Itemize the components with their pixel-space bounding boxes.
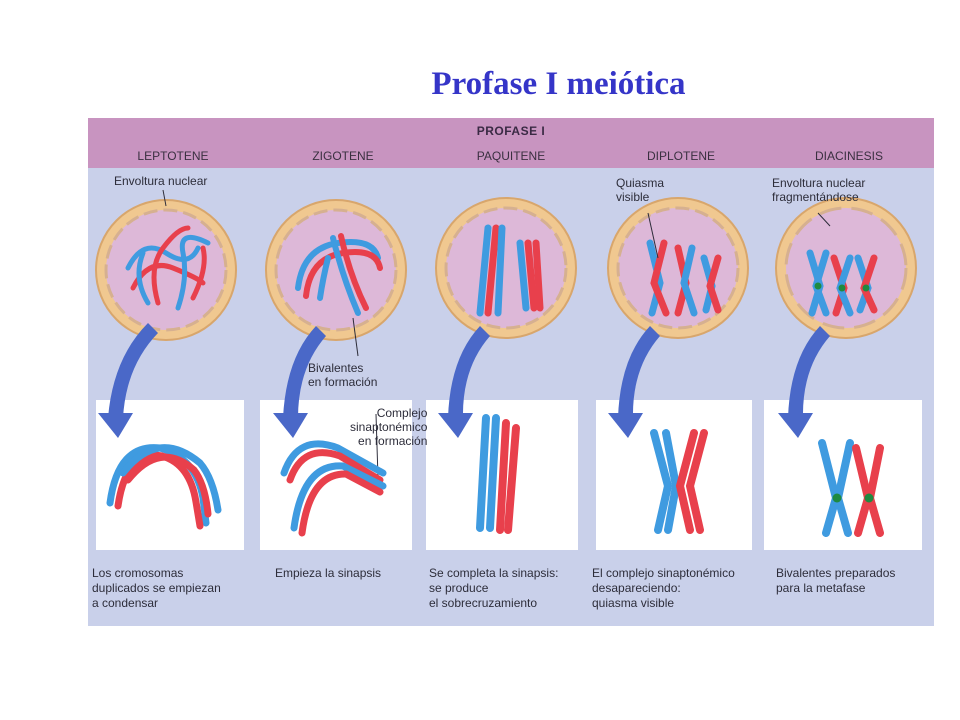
caption-diacinesis: Bivalentes preparados para la metafase [776,566,896,595]
paquitene-chromosomes [476,224,544,317]
stage-name-leptotene: LEPTOTENE [137,149,209,163]
page-title: Profase I meiótica [431,66,686,102]
detail-paquitene [476,414,520,534]
nucleus-zigotene [265,199,407,341]
stage-name-zigotene: ZIGOTENE [312,149,374,163]
label-complejo: Complejo sinaptonémico en formación [350,406,428,448]
leptotene-chromosomes [125,225,211,311]
detail-zigotene [280,440,387,537]
label-bivalentes: Bivalentes en formación [308,361,378,389]
transition-arrows [98,323,830,438]
envoltura-pointer [162,189,167,207]
caption-paquitene: Se completa la sinapsis: se produce el s… [429,566,559,610]
caption-zigotene: Empieza la sinapsis [275,566,382,580]
bivalentes-pointer [352,317,359,357]
centromere-dots [814,282,870,292]
label-envoltura-fragmentandose: Envoltura nuclear fragmentándose [772,176,866,204]
caption-diplotene: El complejo sinaptonémico desapareciendo… [592,566,735,610]
prophase-figure: PROFASE I LEPTOTENE ZIGOTENE PAQUITENE D… [88,118,934,626]
chromosome-illustrations [95,189,917,537]
nucleus-leptotene [95,199,237,341]
nucleus-paquitene [435,197,577,339]
nucleus-diplotene [607,197,749,339]
caption-leptotene: Los cromosomas duplicados se empiezan a … [92,566,221,610]
stage-name-diplotene: DIPLOTENE [646,149,715,163]
label-quiasma: Quiasma visible [616,176,665,204]
envoltura-frag-pointer [817,212,831,227]
detail-diacinesis [818,439,884,537]
detail-leptotene [106,444,222,530]
band-title: PROFASE I [476,124,546,138]
detail-centromeres [832,493,874,503]
zigotene-chromosomes [295,233,383,316]
quiasma-pointer [647,212,659,259]
detail-diplotene [650,429,708,534]
stage-name-diacinesis: DIACINESIS [814,149,883,163]
stage-name-paquitene: PAQUITENE [476,149,546,163]
label-envoltura-nuclear: Envoltura nuclear [114,174,208,188]
header-band [88,118,934,168]
diplotene-chromosomes [646,239,722,317]
